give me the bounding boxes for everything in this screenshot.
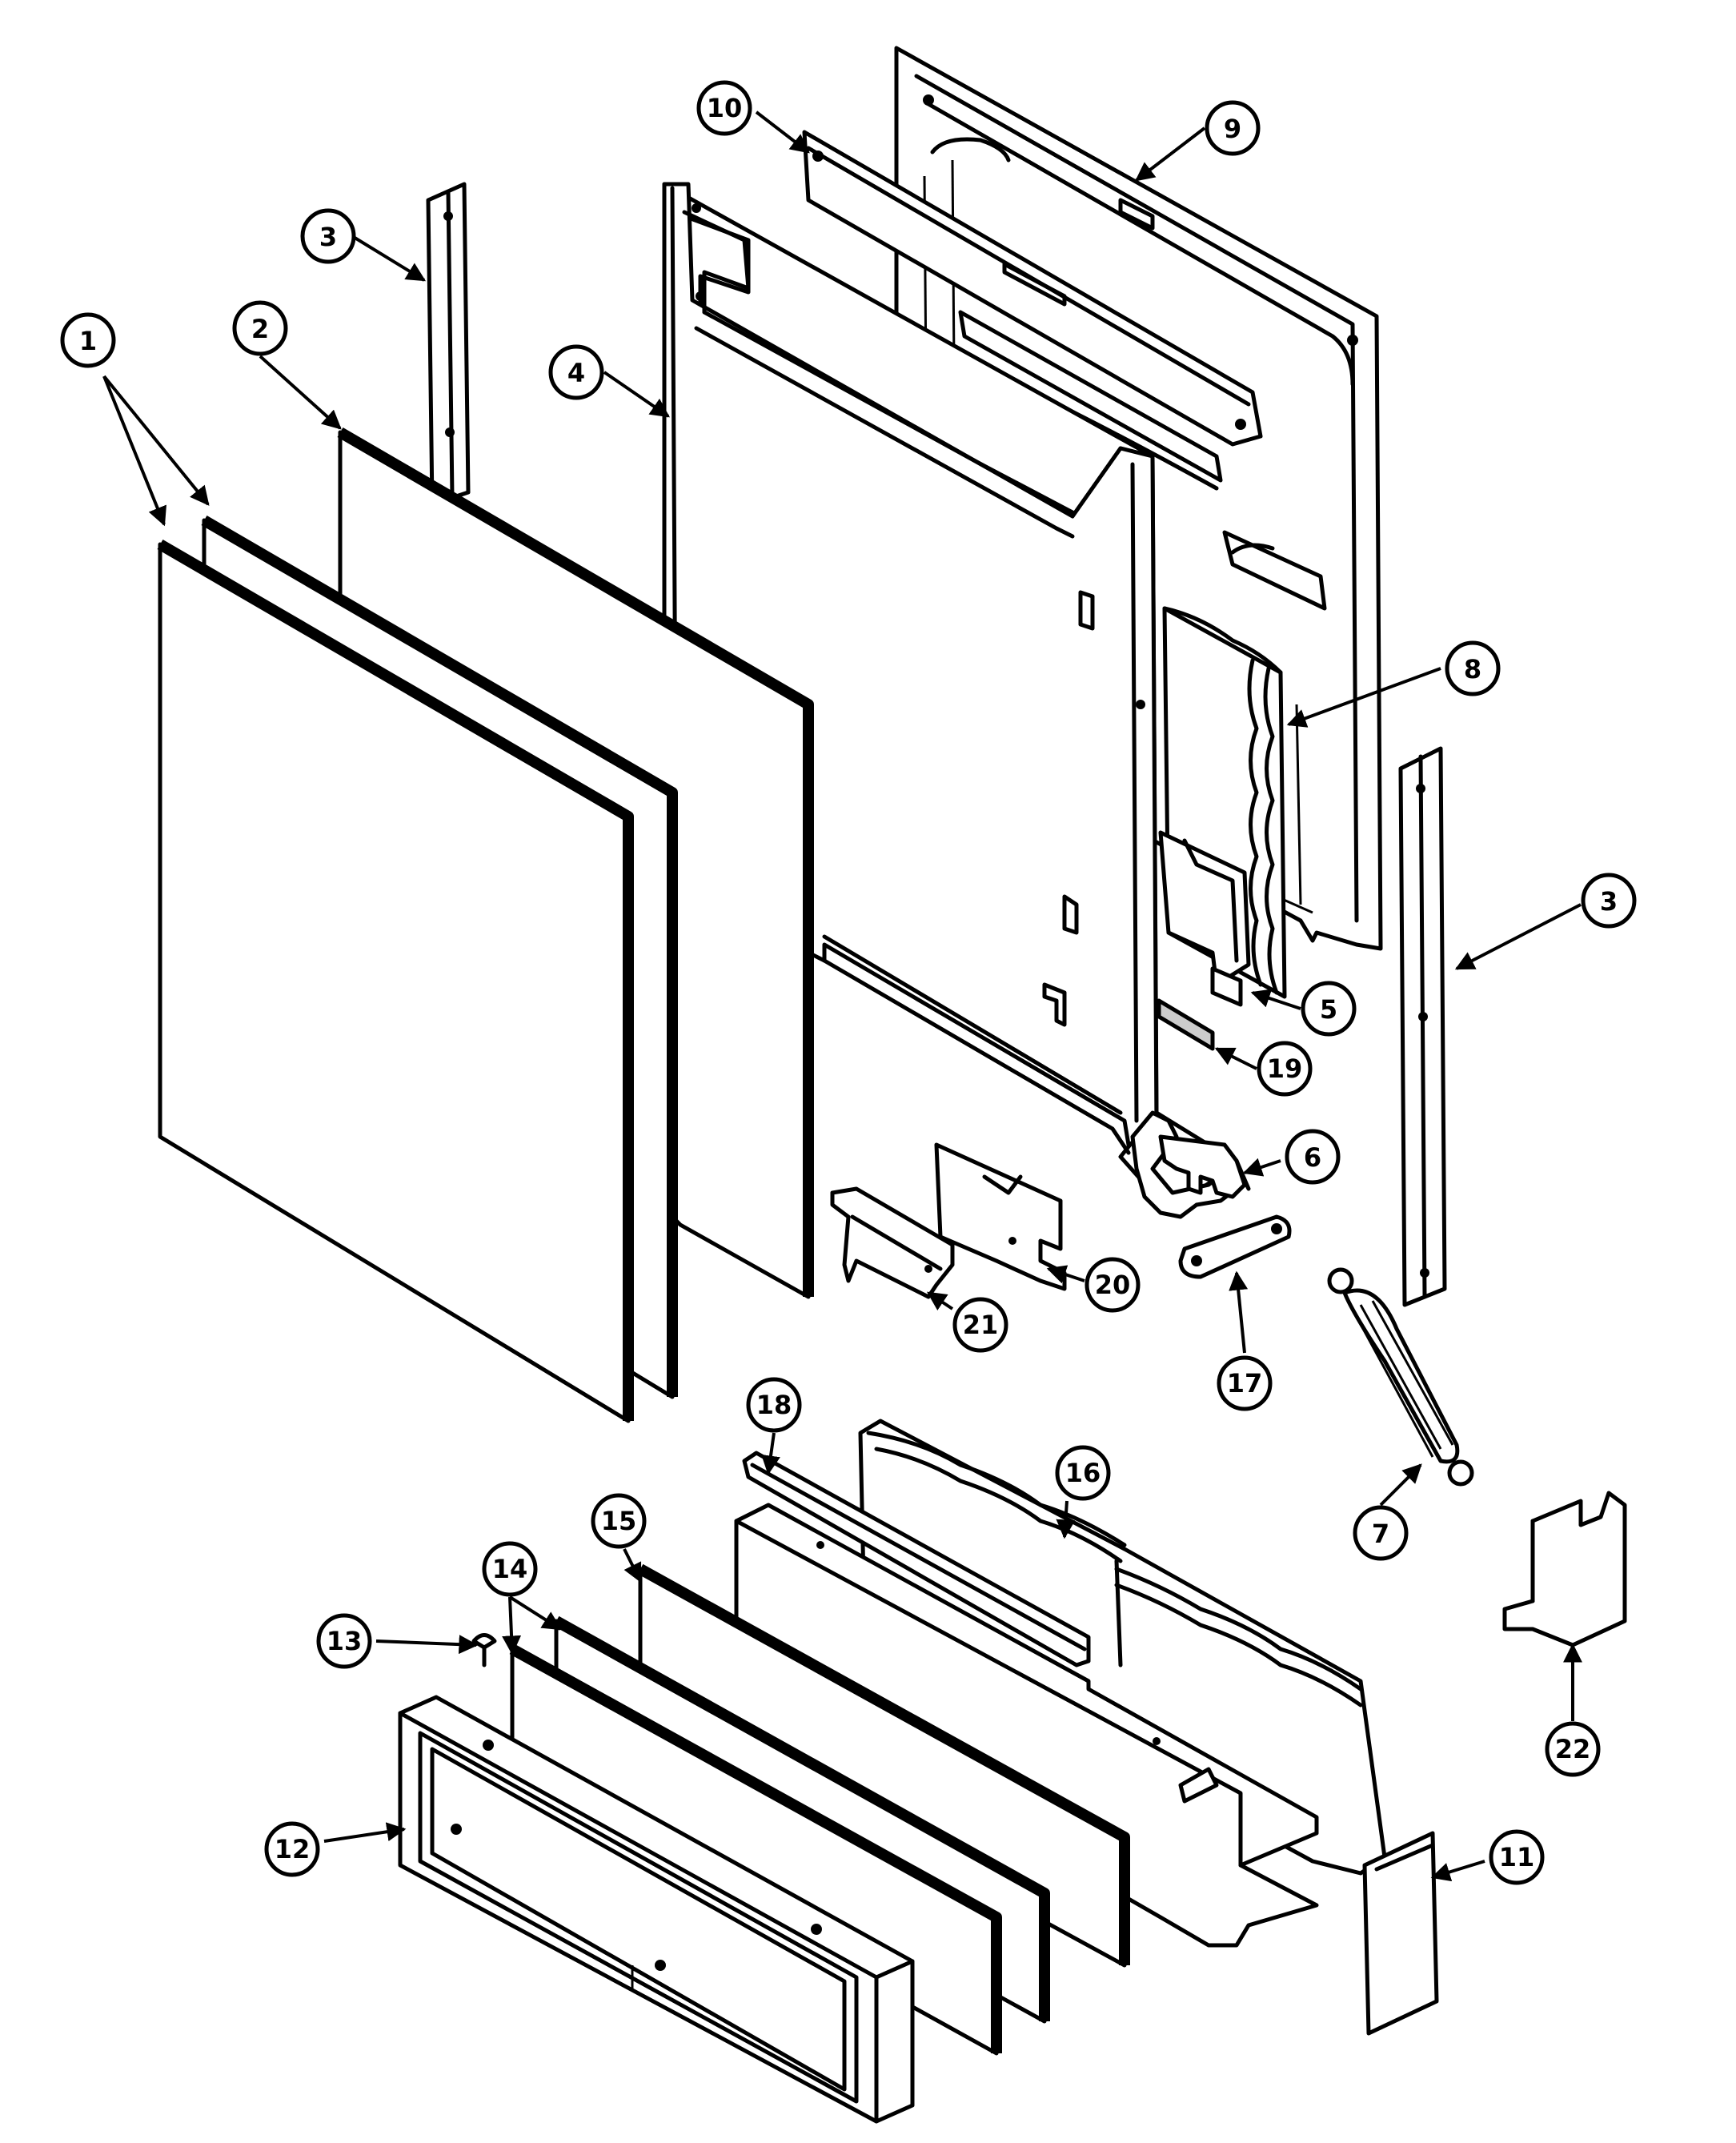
callout-18: 18 [746,1377,802,1433]
callout-8: 8 [1445,640,1501,696]
callout-1: 1 [60,312,116,368]
svg-text:13: 13 [327,1626,363,1656]
callout-21: 21 [952,1297,1008,1353]
svg-text:3: 3 [319,222,337,252]
callout-15: 15 [591,1493,647,1549]
svg-text:2: 2 [251,314,269,344]
leader-lines [102,110,1582,1882]
svg-text:7: 7 [1372,1519,1389,1549]
part-12-frame [398,1695,915,2124]
svg-text:1: 1 [79,326,97,356]
part-3-right-side-trim [1398,746,1447,1307]
callout-6: 6 [1285,1129,1341,1185]
part-11-end-cap [1362,1831,1439,2036]
part-6-hinge-arm [1158,1134,1247,1199]
svg-text:6: 6 [1304,1142,1321,1173]
part-22-corner-bracket [1502,1491,1627,1647]
part-3-left-side-trim [426,182,471,507]
svg-text:16: 16 [1065,1458,1101,1488]
inner-bottom-channel [734,1503,1319,1948]
part-21-bracket [830,1186,955,1299]
callout-22: 22 [1545,1721,1601,1777]
svg-text:5: 5 [1320,994,1337,1025]
svg-text:21: 21 [963,1310,999,1340]
callout-3-left: 3 [300,208,356,264]
part-13-screw [471,1633,497,1667]
callout-2: 2 [232,300,288,356]
svg-text:15: 15 [601,1506,637,1536]
callout-3-right: 3 [1581,873,1637,929]
part-10-top-channel [802,130,1263,447]
callout-4: 4 [548,344,604,400]
callout-19: 19 [1257,1041,1313,1097]
part-20-bracket [934,1142,1067,1291]
svg-text:17: 17 [1227,1368,1263,1399]
svg-text:3: 3 [1600,886,1618,917]
callout-7: 7 [1353,1505,1409,1561]
callout-17: 17 [1217,1355,1273,1411]
callout-5: 5 [1301,981,1357,1037]
part-5-latch [1158,830,1251,1007]
svg-text:22: 22 [1555,1734,1591,1764]
callout-10: 10 [696,80,752,136]
callout-16: 16 [1055,1445,1111,1501]
part-19-pad [1157,998,1215,1051]
callout-9: 9 [1205,100,1261,156]
callout-20: 20 [1084,1257,1141,1313]
svg-text:9: 9 [1224,114,1241,144]
part-17-link [1178,1214,1292,1279]
svg-text:14: 14 [492,1554,528,1584]
svg-text:4: 4 [567,358,585,388]
svg-text:8: 8 [1464,654,1481,684]
svg-text:11: 11 [1499,1842,1535,1872]
callout-12: 12 [264,1821,320,1877]
callout-13: 13 [316,1613,372,1669]
callout-14: 14 [482,1541,538,1597]
svg-text:20: 20 [1095,1270,1131,1300]
svg-text:19: 19 [1267,1053,1303,1084]
svg-text:18: 18 [756,1390,792,1420]
part-7-spring [1327,1267,1474,1487]
svg-text:10: 10 [707,93,743,123]
part-18-top-strip [742,1451,1091,1667]
part-1-outer-door-panel [157,515,678,1423]
svg-text:12: 12 [275,1834,311,1864]
callout-11: 11 [1489,1829,1545,1885]
